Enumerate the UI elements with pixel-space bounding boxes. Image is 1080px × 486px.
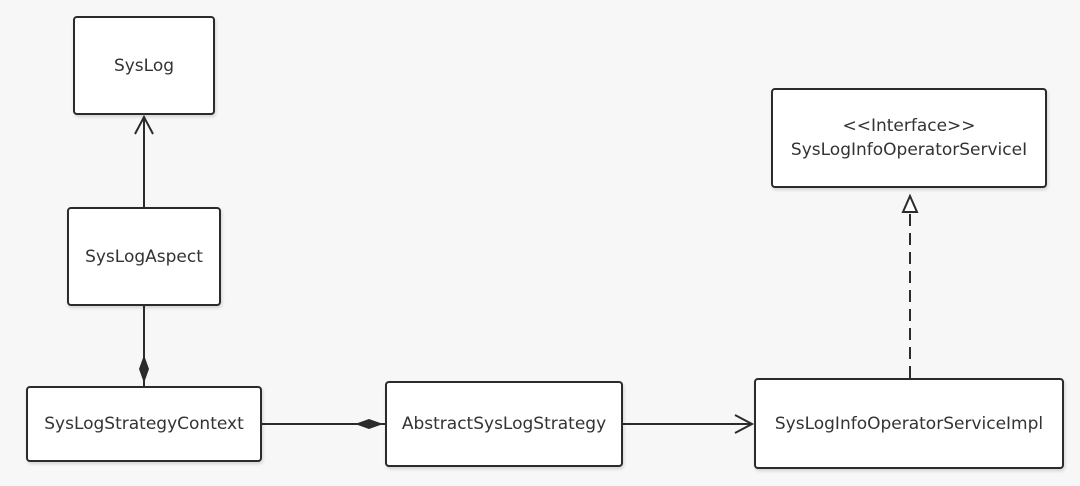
class-label: SysLogInfoOperatorServiceImpl [774, 413, 1044, 434]
edge-abstract-to-impl [623, 414, 755, 434]
class-label: SysLogInfoOperatorServiceI [790, 140, 1028, 160]
class-abstract-syslog-strategy[interactable]: AbstractSysLogStrategy [385, 381, 623, 467]
filled-diamond-icon [355, 419, 383, 429]
open-arrowhead-icon [734, 414, 755, 434]
open-arrowhead-icon [134, 114, 154, 135]
edge-impl-to-interface [901, 193, 919, 378]
class-label: SysLog [113, 55, 175, 76]
class-label: SysLogStrategyContext [44, 414, 244, 434]
filled-diamond-icon [139, 355, 149, 383]
interface-stereotype: <<Interface>> [842, 116, 976, 136]
hollow-triangle-icon [901, 193, 919, 213]
class-syslog-strategy-context[interactable]: SysLogStrategyContext [26, 386, 262, 462]
class-syslog-info-operator-service-impl[interactable]: SysLogInfoOperatorServiceImpl [754, 378, 1064, 469]
class-syslog[interactable]: SysLog [73, 16, 215, 115]
class-label: AbstractSysLogStrategy [401, 414, 607, 434]
edge-aspect-to-syslog [134, 114, 154, 207]
edge-context-to-aspect [139, 306, 149, 386]
class-syslog-aspect[interactable]: SysLogAspect [67, 207, 221, 306]
interface-syslog-info-operator-service[interactable]: <<Interface>> SysLogInfoOperatorServiceI [771, 88, 1047, 188]
edge-context-to-abstract [262, 419, 385, 429]
class-label: SysLogAspect [85, 246, 203, 267]
